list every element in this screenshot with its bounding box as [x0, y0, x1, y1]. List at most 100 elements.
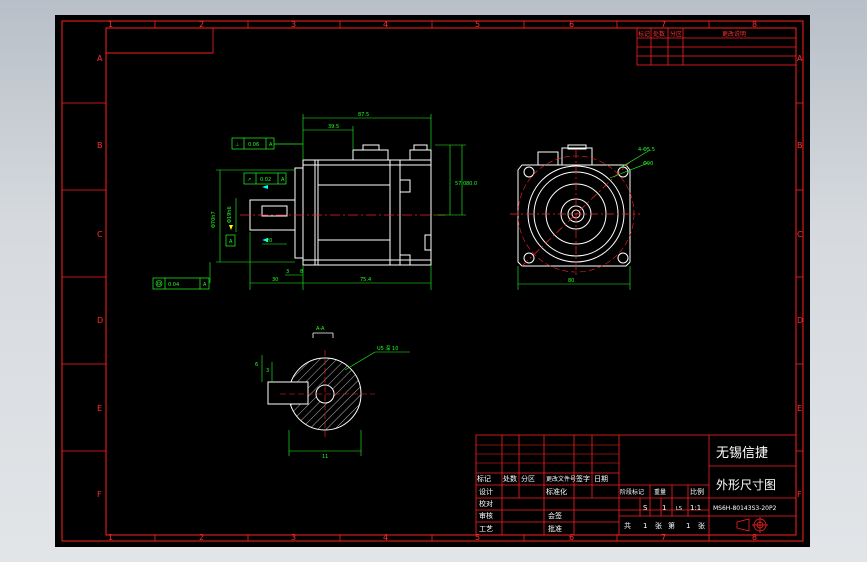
col-label: 3: [291, 533, 296, 542]
section-labels: A-A U5 深 10 11 6 3: [255, 326, 398, 460]
col-label: 7: [661, 533, 666, 542]
cell-zhang1: 张: [655, 521, 662, 530]
row-labels-right: A B C D E F: [797, 54, 803, 499]
cell-biaozhunhua: 标准化: [546, 487, 567, 496]
row-label: D: [97, 316, 103, 325]
side-dimensions: [209, 114, 466, 290]
row-label: A: [97, 54, 103, 63]
tolerance-frames: [152, 137, 303, 290]
leader-arrow-icon: [262, 238, 268, 242]
datum-triangle: [229, 225, 233, 230]
tol-flatness-value: 0.06: [248, 142, 259, 148]
tol-runout-value: 0.02: [260, 177, 271, 183]
cell-chushu: 处数: [503, 474, 517, 483]
section-height: 6: [255, 362, 258, 368]
row-labels-left: A B C D E F: [97, 54, 103, 499]
col-label: 4: [383, 20, 388, 29]
column-ticks: [62, 21, 803, 541]
datum-label: A: [229, 239, 233, 245]
cell-huiqian: 会签: [548, 511, 562, 520]
column-labels-bottom: 1 2 3 4 5 6 7 8: [108, 533, 757, 542]
row-label: B: [97, 141, 103, 150]
col-label: 8: [752, 533, 757, 542]
dim-height-2: 80.0: [466, 181, 477, 187]
tol-concentric-datum: A: [203, 282, 207, 288]
revision-headers: 标记 处数 分区 更改说明: [638, 30, 746, 38]
model-number: MS6H-80143S3-20P2: [713, 505, 777, 512]
cell-di: 第: [668, 521, 675, 530]
col-label: 4: [383, 533, 388, 542]
column-labels-top: 1 2 3 4 5 6 7 8: [108, 20, 757, 29]
dim-height-1: 57.0: [455, 181, 466, 187]
cell-jiaodui: 校对: [479, 499, 493, 508]
col-label: 8: [752, 20, 757, 29]
cell-stage-1: 1: [662, 504, 666, 512]
rev-header-mark: 标记: [638, 30, 650, 38]
row-label: B: [797, 141, 803, 150]
drawing-canvas: [55, 15, 810, 547]
front-centerlines: [510, 150, 640, 278]
row-label: D: [797, 316, 803, 325]
col-label: 1: [108, 20, 113, 29]
dim-left-length: 39.5: [328, 124, 339, 130]
row-label: C: [797, 230, 803, 239]
rev-header-zone: 分区: [670, 30, 682, 38]
col-label: 7: [661, 20, 666, 29]
dim-square: 80: [568, 278, 574, 284]
section-title: A-A: [316, 326, 325, 332]
drawing-title: 外形尺寸图: [716, 478, 776, 492]
cell-zhang2: 张: [698, 521, 705, 530]
dim-gap: 3: [286, 269, 289, 275]
outer-border: [61, 20, 804, 542]
dim-body-length: 75.4: [360, 277, 371, 283]
dim-bolt-holes: 4-Φ5.5: [638, 147, 655, 153]
tol-concentric-value: 0.04: [168, 282, 179, 288]
dim-total-length: 87.5: [358, 112, 369, 118]
cell-jieduan: 阶段标记: [620, 488, 644, 496]
cell-sheji: 设计: [479, 487, 493, 496]
title-block: [475, 434, 797, 536]
dim-pcd: Φ90: [643, 161, 653, 167]
revision-block: [636, 27, 797, 66]
row-label: A: [797, 54, 803, 63]
cell-stage-s: S: [643, 504, 648, 512]
bolt-circle: [517, 155, 635, 273]
cell-gongyi: 工艺: [479, 525, 493, 533]
row-label: C: [97, 230, 103, 239]
row-label: F: [797, 490, 802, 499]
row-label: E: [97, 404, 102, 413]
col-label: 6: [569, 533, 574, 542]
leader-arrow-icon: [262, 185, 268, 189]
tol-runout-datum: A: [281, 177, 285, 183]
cell-gaiwenjian: 更改文件号: [546, 475, 576, 483]
cell-bili: 比例: [690, 487, 704, 496]
tolerance-labels: ⊥ 0.06 A ↗ 0.02 A 0.04 A A: [168, 142, 285, 288]
cell-gong: 共: [624, 521, 631, 530]
rev-header-desc: 更改说明: [722, 30, 746, 38]
cell-riqi: 日期: [594, 475, 608, 483]
dim-key-length: 20: [266, 238, 272, 244]
title-block-text: 无锡信捷 外形尺寸图 MS6H-80143S3-20P2 标记 处数 分区 更改…: [477, 446, 777, 533]
col-label: 5: [475, 20, 480, 29]
cell-pizhun: 批准: [548, 524, 562, 533]
company-name: 无锡信捷: [716, 446, 768, 461]
cell-sheet-total: 1: [643, 522, 647, 530]
cell-qianzi: 签字: [576, 474, 590, 483]
section-diameter: 11: [322, 454, 328, 460]
col-label: 2: [199, 533, 204, 542]
cell-stage-ls: LS: [676, 506, 682, 512]
cell-sheet-no: 1: [686, 522, 690, 530]
side-dim-labels: 87.5 39.5 75.4 30 20 3 8 57.0 80.0 Φ70h7…: [211, 112, 477, 283]
col-label: 1: [108, 533, 113, 542]
row-label: E: [797, 404, 802, 413]
dim-flange: 8: [300, 269, 303, 275]
dim-shaft-dia: Φ19h6: [227, 206, 233, 223]
tol-flatness-datum: A: [269, 142, 273, 148]
section-view: [261, 332, 410, 456]
cell-zhongliang: 重量: [654, 488, 666, 496]
inner-border: [105, 27, 797, 536]
col-label: 3: [291, 20, 296, 29]
projection-symbol-icon: [736, 517, 768, 533]
dim-shaft-length: 30: [272, 277, 278, 283]
